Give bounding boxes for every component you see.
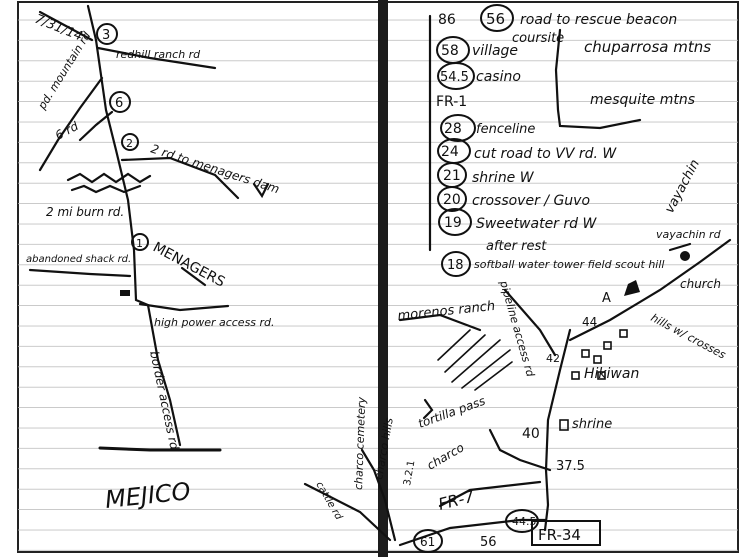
vayachin-mark (680, 251, 690, 261)
legend-num-0: 56 (486, 10, 505, 28)
legend-text-1: coursite (512, 31, 564, 46)
legend-text-0: road to rescue beacon (520, 12, 677, 28)
legend-text-7: shrine W (472, 170, 535, 186)
cattle-guard (66, 172, 152, 184)
marker-circle-3 (96, 23, 118, 45)
marker-circle-6 (109, 91, 131, 113)
legend-text-11: softball water tower field scout hill (474, 258, 664, 271)
legend-num-2: 58 (441, 43, 459, 59)
route-legend: 86 56 road to rescue beacon coursite 58 … (436, 10, 711, 273)
church-label: church (680, 277, 721, 291)
shack-marker (120, 290, 130, 296)
marker-3: 3 (102, 28, 110, 43)
hikiwan-houses (571, 329, 628, 380)
marker-circle-1 (131, 233, 149, 251)
scout-hill-letter: A (602, 291, 611, 306)
main-road (86, 4, 182, 447)
legend-text-10: after rest (486, 239, 547, 254)
shrine-mark (559, 419, 569, 431)
legend-num-8: 20 (443, 192, 461, 208)
mile-44-5: 44.5 (512, 515, 537, 528)
legend-text-6: cut road to VV rd. W (474, 146, 617, 162)
legend-bracket (554, 28, 642, 130)
ranch-hatch (437, 329, 513, 391)
legend-mile-4: FR-1 (436, 94, 467, 110)
mile-37-5: 37.5 (556, 459, 585, 474)
east-road (568, 238, 732, 342)
legend-text-5: fenceline (476, 122, 535, 137)
hikiwan-label: Hikiwan (584, 366, 639, 382)
charco-road (383, 498, 397, 542)
cattle-road-line (303, 482, 392, 542)
legend-num-7: 21 (443, 168, 461, 184)
shack-road (28, 268, 132, 278)
fr34-label: FR-34 (538, 526, 581, 544)
vayachin-rd-label: vayachin rd (656, 228, 722, 241)
legend-num-6: 24 (441, 144, 459, 160)
two-road (120, 156, 240, 200)
mile-56: 56 (480, 535, 497, 550)
six-road (78, 110, 114, 142)
shrine-label: shrine (572, 417, 612, 432)
fr-main-road (543, 328, 572, 532)
mile-61: 61 (420, 535, 435, 549)
marker-2: 2 (126, 137, 133, 150)
legend-text-9: Sweetwater rd W (476, 216, 597, 232)
legend-num-5: 28 (444, 121, 462, 137)
redhill-label: redhill ranch rd (116, 48, 201, 61)
legend-mile-0: 86 (438, 12, 456, 28)
scout-hill-mark (624, 280, 640, 296)
mile-40: 40 (522, 426, 540, 442)
mile-42: 42 (546, 352, 560, 365)
mountain-label-0: chuparrosa mtns (584, 38, 711, 56)
burn-rd-label: 2 mi burn rd. (46, 205, 124, 219)
mile-3-2-1: 3.2.1 (402, 460, 417, 487)
marker-6: 6 (115, 96, 123, 111)
marker-1: 1 (136, 237, 143, 250)
pipeline-road (503, 288, 557, 357)
mountain-label-1: mesquite mtns (590, 92, 695, 108)
left-page (17, 1, 381, 553)
power-road (138, 302, 230, 312)
vayachin-road (668, 242, 692, 252)
power-label: high power access rd. (154, 316, 275, 329)
redhill-road (96, 46, 217, 70)
mile-44: 44 (582, 315, 597, 329)
legend-text-2: village (472, 43, 518, 59)
tortilla-trail (488, 428, 552, 472)
legend-num-3: 54.5 (440, 70, 469, 85)
left-map (28, 4, 270, 452)
legend-num-11: 18 (447, 258, 464, 273)
mountain-road (38, 76, 104, 172)
marker-circle-2 (121, 133, 139, 151)
legend-text-3: casino (476, 69, 521, 85)
shack-label: abandoned shack rd. (26, 254, 131, 265)
legend-num-9: 19 (444, 215, 462, 231)
charco-cemetery-label: charco cemetery (352, 396, 368, 490)
legend-text-8: crossover / Guvo (472, 193, 590, 209)
notebook-binding (378, 0, 388, 557)
border-line (98, 446, 222, 452)
